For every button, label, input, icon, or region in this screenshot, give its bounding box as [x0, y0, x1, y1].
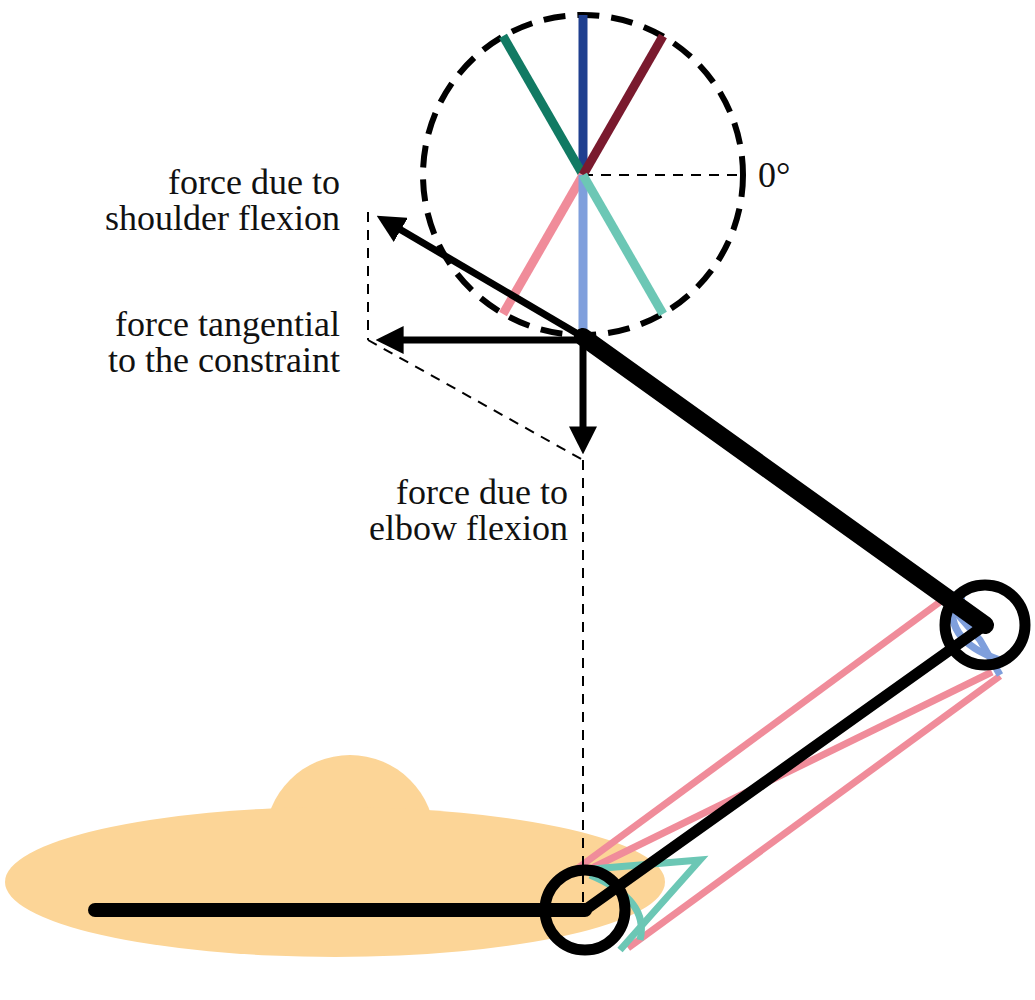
constraint-circle — [423, 15, 743, 335]
direction-spokes — [503, 15, 663, 335]
body — [5, 755, 665, 957]
force-arrows — [396, 227, 583, 432]
muscle-lines — [578, 592, 1000, 950]
arm-links — [95, 337, 985, 910]
force-label: force tangential to the constraint — [88, 306, 340, 378]
angle-label: 0° — [758, 157, 838, 193]
force-label: force due to elbow flexion — [316, 474, 568, 546]
force-label: force due to shoulder flexion — [88, 164, 340, 236]
joints — [545, 585, 1025, 950]
